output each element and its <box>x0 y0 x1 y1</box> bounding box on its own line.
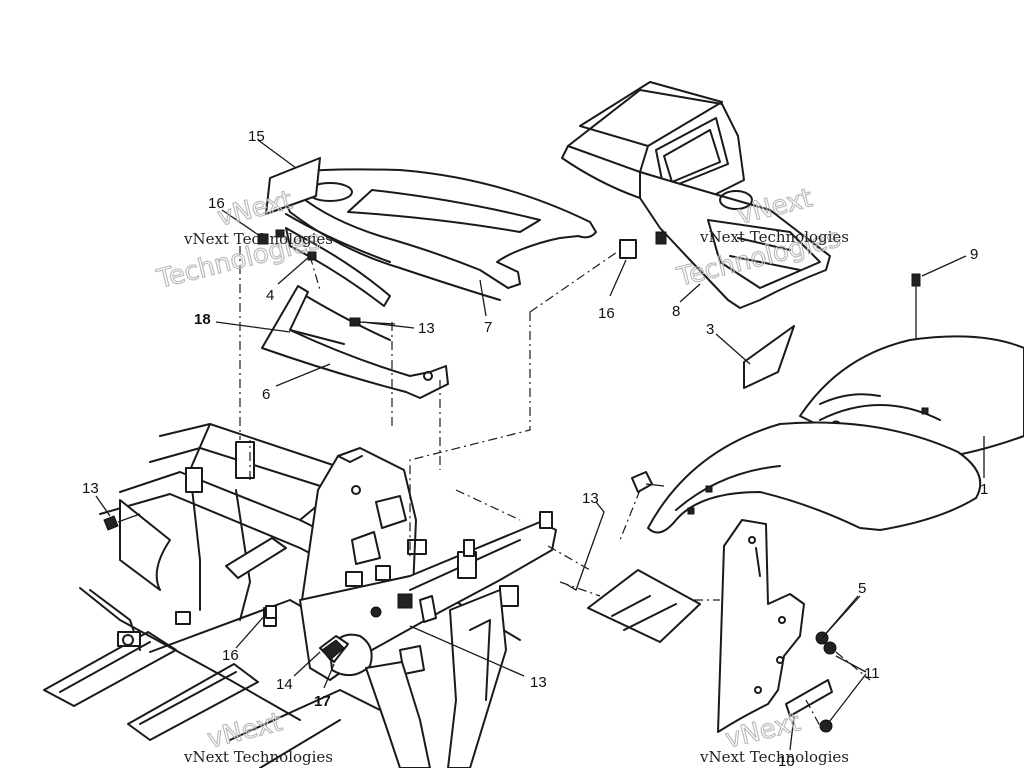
rail-part-10 <box>785 679 833 717</box>
callout-18: 18 <box>194 311 211 328</box>
front-fender <box>647 421 982 534</box>
clip-16-right <box>275 229 285 238</box>
watermark-outline-vnext-1: vNext <box>214 185 295 232</box>
callout-13-fender: 13 <box>582 490 599 507</box>
watermark-text-2: vNext Technologies <box>699 228 849 246</box>
clip-16b <box>619 231 667 259</box>
callout-4: 4 <box>266 287 274 304</box>
callout-13-bracket: 13 <box>418 320 435 337</box>
callout-5: 5 <box>858 580 866 597</box>
callout-14: 14 <box>276 676 293 693</box>
callout-labels: 15 16 4 18 13 7 6 16 8 3 9 1 13 13 16 14… <box>82 128 988 768</box>
watermark-text-1: vNext Technologies <box>183 230 333 248</box>
clip-16a <box>257 233 269 245</box>
callout-10: 10 <box>778 753 795 768</box>
callout-1: 1 <box>980 481 988 498</box>
watermark-text-3: vNext Technologies <box>183 748 333 766</box>
leader-lines <box>95 139 985 751</box>
front-cover-part-7 <box>279 168 597 301</box>
skid-plate <box>587 569 701 643</box>
watermark-text-4: vNext Technologies <box>699 748 849 766</box>
bracket-part-17 <box>319 635 349 663</box>
front-suspension-legs <box>365 589 507 768</box>
front-crossmember <box>299 511 557 681</box>
support-bracket-part-6 <box>261 285 449 399</box>
callout-13-left: 13 <box>82 480 99 497</box>
reflector-part-15 <box>265 157 321 215</box>
reflector-part-3 <box>743 325 795 389</box>
callout-15: 15 <box>248 128 265 145</box>
clip-4-nut <box>307 251 317 261</box>
clip-16c <box>265 605 277 619</box>
mud-flap <box>717 519 805 733</box>
callout-16-top: 16 <box>208 195 225 212</box>
callout-3: 3 <box>706 321 714 338</box>
callout-9: 9 <box>970 246 978 263</box>
callout-11: 11 <box>864 665 880 682</box>
callout-8: 8 <box>672 303 680 320</box>
callout-16-lower: 16 <box>222 647 239 664</box>
assembly-lines <box>239 246 871 727</box>
steering-tower <box>301 447 427 613</box>
callout-7: 7 <box>484 319 492 336</box>
bolt-13b <box>631 471 665 493</box>
callout-13-crossmember: 13 <box>530 674 547 691</box>
callout-16-console: 16 <box>598 305 615 322</box>
callout-6: 6 <box>262 386 270 403</box>
console-part-8 <box>561 81 831 309</box>
callout-17: 17 <box>314 693 331 710</box>
bolt-13c <box>103 513 141 531</box>
